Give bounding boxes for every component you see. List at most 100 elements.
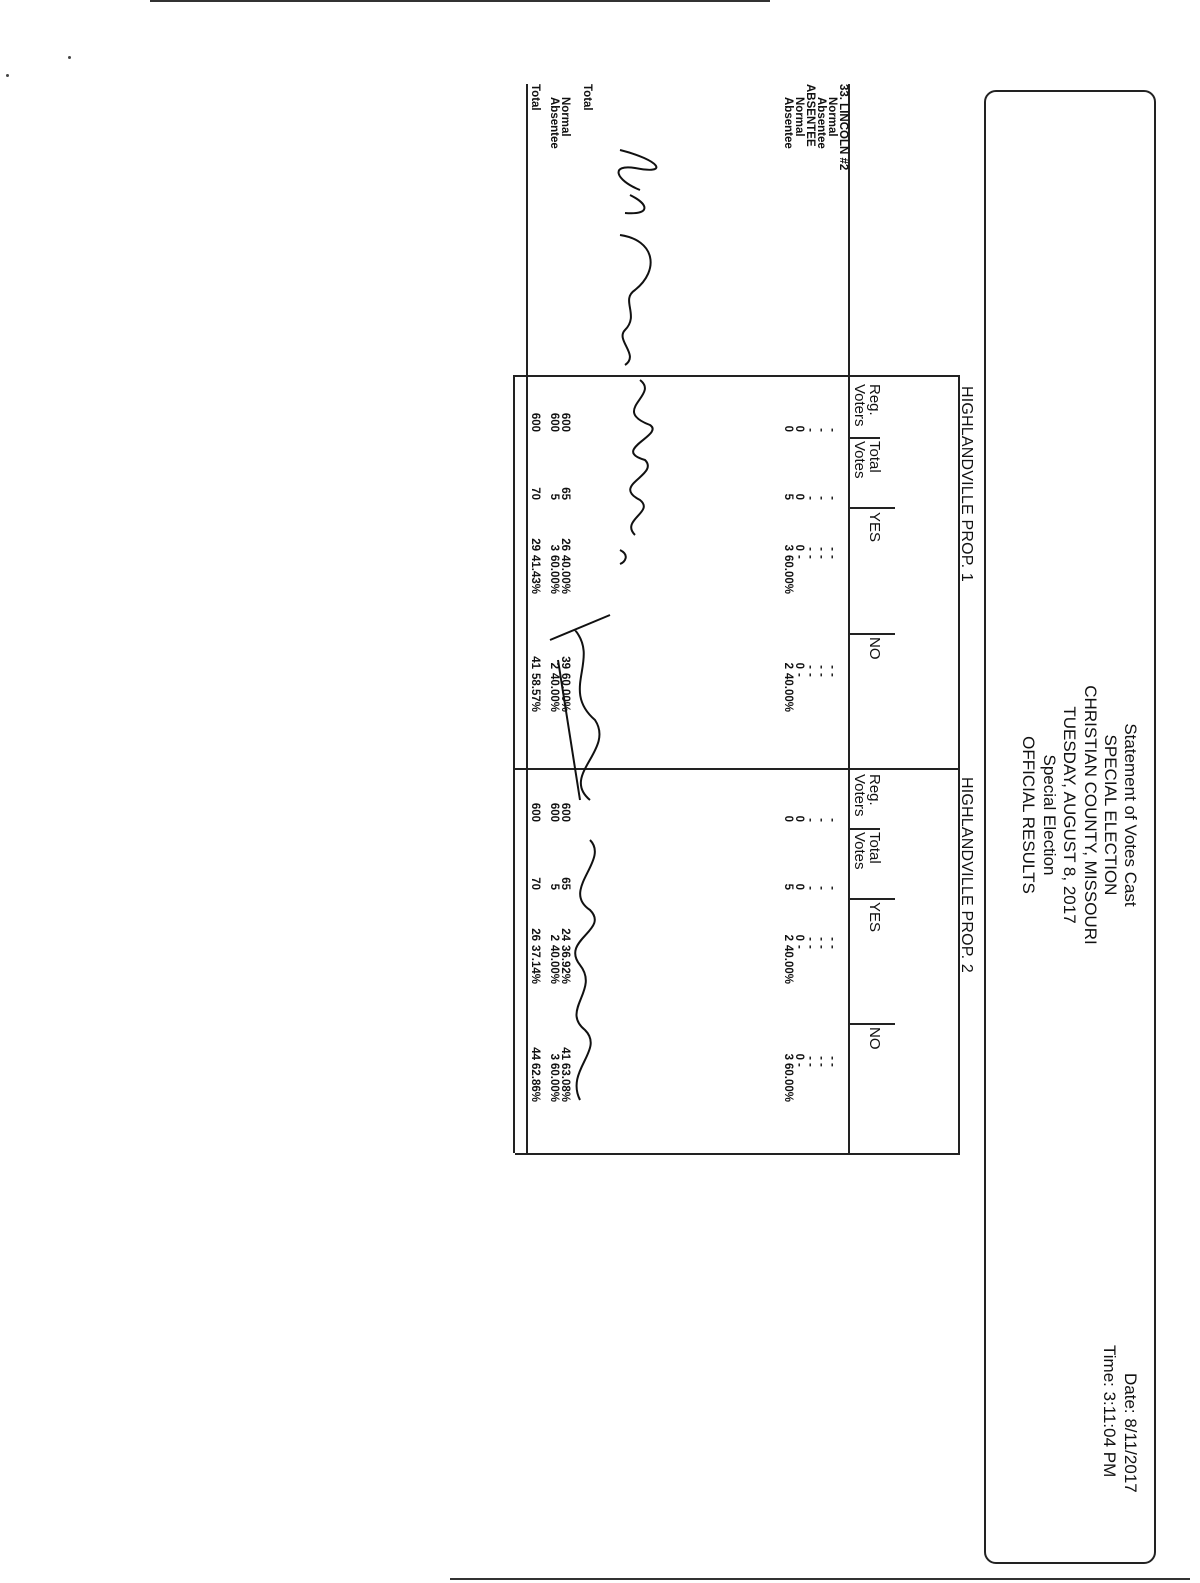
row-label-absentee: Absentee	[782, 97, 794, 149]
prop1-cell: 29	[529, 538, 541, 551]
row-label-normal: Normal	[559, 97, 571, 137]
prop2-cell: 2	[782, 934, 794, 941]
prop2-cell: -	[815, 886, 827, 890]
prop1-cell: 26	[559, 538, 571, 551]
prop2-cell: 600	[559, 802, 571, 822]
prop2-cell: 37.14%	[529, 945, 541, 985]
scan-speck	[68, 56, 71, 59]
row-label-precinct: 33. LINCOLN #2	[837, 84, 849, 171]
election-type: SPECIAL ELECTION	[1101, 734, 1120, 896]
prop1-no-header: NO	[866, 637, 883, 660]
scan-top-edge-line	[150, 0, 770, 2]
prop2-cell: -	[826, 937, 838, 941]
prop1-cell: -	[804, 428, 816, 432]
prop1-cell: -	[804, 665, 816, 669]
prop2-cell: -	[815, 1056, 827, 1060]
prop2-header-divider	[850, 1023, 895, 1025]
prop2-cell: 0	[793, 883, 805, 890]
prop2-cell: -	[804, 937, 816, 941]
prop2-cell: 63.08%	[559, 1063, 571, 1103]
prop2-cell: -	[815, 1063, 827, 1067]
county-name: CHRISTIAN COUNTY, MISSOURI	[1081, 685, 1100, 945]
row-label-absentee: Absentee	[548, 97, 560, 149]
prop2-cell: 0	[782, 815, 794, 822]
prop2-cell: -	[826, 1063, 838, 1067]
prop1-cell: 40.00%	[782, 673, 794, 713]
prop2-cell: -	[826, 945, 838, 949]
prop2-cell: 60.00%	[782, 1063, 794, 1103]
prop1-cell: -	[804, 673, 816, 677]
election-date: TUESDAY, AUGUST 8, 2017	[1060, 706, 1079, 924]
prop2-cell: 0	[793, 934, 805, 941]
prop1-cell: 0	[793, 425, 805, 432]
prop2-cell: 5	[548, 883, 560, 890]
prop2-cell: 41	[559, 1047, 571, 1060]
prop1-cell: 40.00%	[559, 555, 571, 595]
prop1-cell: 0	[793, 662, 805, 669]
prop2-cell: 600	[548, 802, 560, 822]
prop1-header-divider	[850, 507, 895, 509]
prop1-header-divider	[850, 633, 895, 635]
prop2-cell: 3	[548, 1053, 560, 1060]
prop1-group-border	[515, 375, 960, 377]
row-label-absentee-section: ABSENTEE	[804, 84, 816, 147]
table-body-top-rule	[848, 84, 850, 1153]
table-header-rule	[958, 375, 960, 1153]
prop2-cell: 62.86%	[529, 1063, 541, 1103]
election-name: Special Election	[1040, 754, 1059, 876]
report-time: Time: 3:11:04 PM	[1100, 1345, 1119, 1478]
results-status: OFFICIAL RESULTS	[1019, 736, 1038, 894]
prop2-cell: -	[815, 818, 827, 822]
prop1-cell: -	[826, 496, 838, 500]
prop2-cell: -	[826, 1056, 838, 1060]
prop2-cell: 2	[548, 934, 560, 941]
handwritten-signature	[617, 149, 658, 565]
prop1-cell: -	[815, 496, 827, 500]
prop2-cell: 26	[529, 928, 541, 941]
prop1-cell: -	[826, 673, 838, 677]
prop1-cell: 3	[548, 544, 560, 551]
prop1-cell: 5	[548, 493, 560, 500]
prop2-cell: -	[793, 1063, 805, 1067]
prop1-cell: 600	[548, 412, 560, 432]
prop1-cell: 5	[782, 493, 794, 500]
prop2-cell: 24	[559, 928, 571, 941]
prop2-cell: -	[826, 818, 838, 822]
prop2-cell: -	[826, 886, 838, 890]
row-label-normal: Normal	[793, 97, 805, 137]
prop1-cell: 58.57%	[529, 673, 541, 713]
prop1-cell: 600	[559, 412, 571, 432]
prop2-cell: 44	[529, 1047, 541, 1060]
prop2-cell: 36.92%	[559, 945, 571, 985]
prop1-cell: -	[826, 428, 838, 432]
report-date: Date: 8/11/2017	[1121, 1373, 1140, 1493]
prop1-cell: -	[793, 555, 805, 559]
table-bottom-rule	[513, 375, 515, 1153]
row-label-total-section: Total	[581, 84, 593, 111]
prop1-header-divider	[850, 437, 880, 439]
prop2-cell: -	[804, 818, 816, 822]
grand-total-rule	[526, 84, 528, 1153]
prop1-cell: -	[826, 665, 838, 669]
prop1-cell: 2	[548, 662, 560, 669]
scan-bottom-edge-line	[450, 1578, 1190, 1580]
prop1-cell: 41	[529, 656, 541, 669]
scan-speck	[6, 74, 9, 77]
prop2-reg-voters-header: Reg.Voters	[851, 774, 883, 817]
prop1-cell: 60.00%	[782, 555, 794, 595]
prop1-cell: 600	[529, 412, 541, 432]
table-right-border	[515, 1153, 960, 1155]
prop1-cell: 60.00%	[548, 555, 560, 595]
prop1-cell: 70	[529, 487, 541, 500]
prop2-yes-header: YES	[866, 902, 883, 933]
prop2-cell: -	[804, 886, 816, 890]
prop2-group-border	[515, 768, 960, 770]
prop1-cell: -	[815, 665, 827, 669]
prop1-cell: 0	[782, 425, 794, 432]
prop2-cell: 5	[782, 883, 794, 890]
row-label-total: Total	[529, 84, 541, 111]
prop2-no-header: NO	[866, 1027, 883, 1050]
